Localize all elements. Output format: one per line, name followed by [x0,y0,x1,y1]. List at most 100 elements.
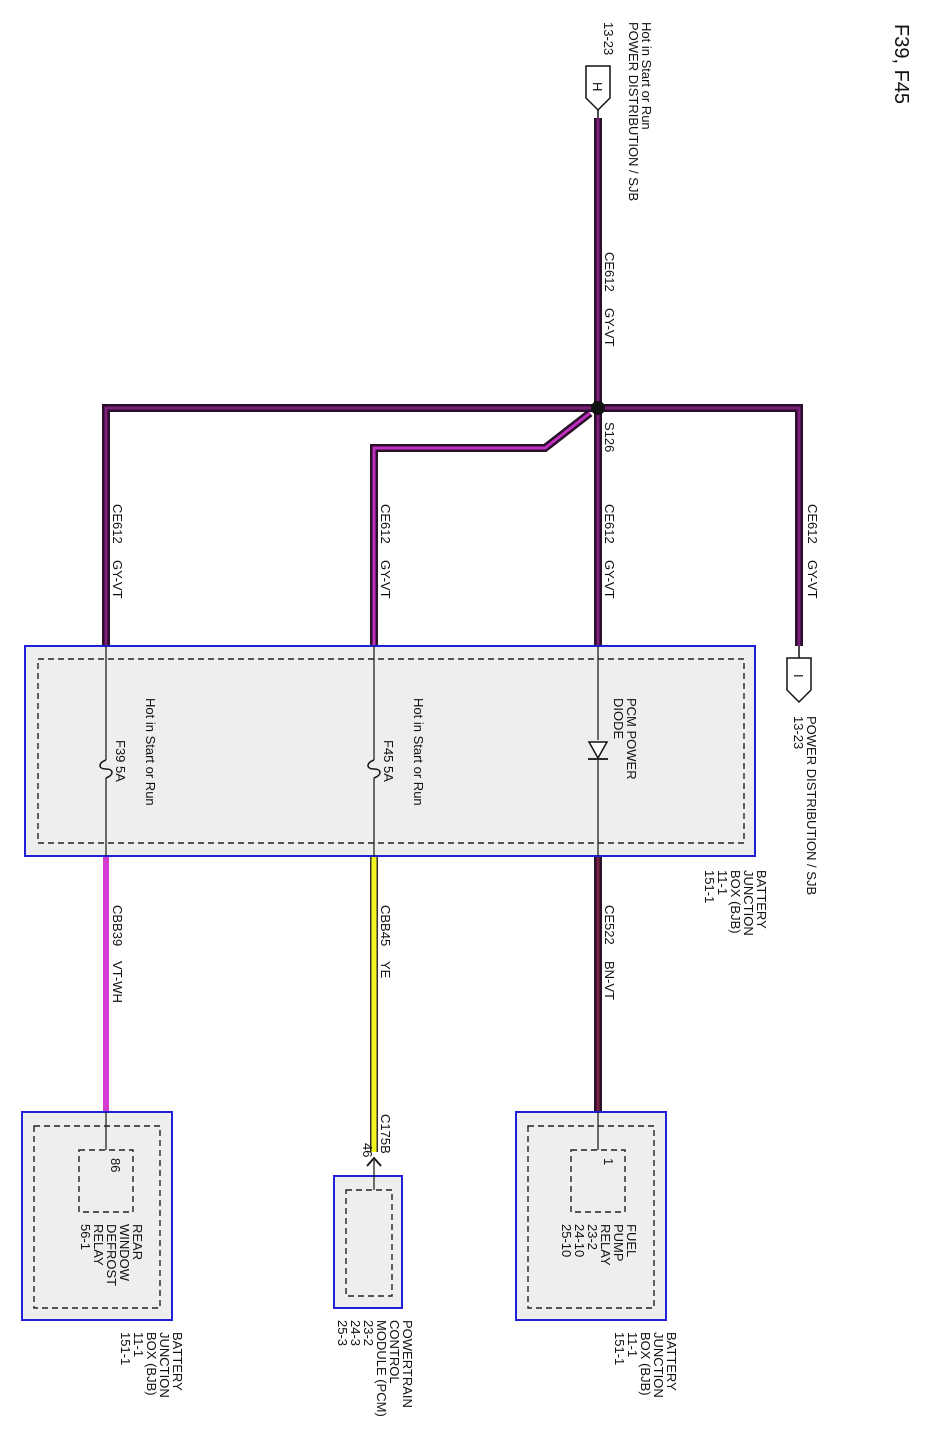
label-fuel-color: BN-VT [602,961,617,1000]
label-diode-circuit: CE612 [602,504,617,544]
defrost-name-1: REAR [130,1224,145,1260]
diode-label-line-2: DIODE [611,698,626,740]
fuel-box-label-2: JUNCTION [651,1332,666,1398]
pcm-connector-label: C175B 46 [360,1114,393,1157]
bjb-box [24,645,756,857]
label-right-color: GY-VT [805,560,820,599]
wire-splice-bus [102,404,803,646]
splice-dot [591,401,605,415]
pcm-label-5: 24-3 [348,1320,363,1346]
label-defrost-color: VT-WH [110,961,125,1003]
label-f45-circuit: CE612 [378,504,393,544]
f45-label-line-2: F45 5A [381,740,396,782]
label-main-wire: CE612 GY-VT [602,252,617,347]
label-diode-wire: CE612 GY-VT [602,504,617,599]
bjb-label-line-2: JUNCTION [741,870,756,936]
splice-label: S126 [602,422,617,452]
label-diode-color: GY-VT [602,560,617,599]
defrost-box-label-2: JUNCTION [157,1332,172,1398]
label-defrost-wire: CBB39 VT-WH [110,905,125,1003]
pcm-label-6: 25-3 [335,1320,350,1346]
pcm-connector: C175B [378,1114,393,1154]
fuel-pump-name-4: 23-2 [585,1224,600,1250]
defrost-name-4: RELAY [91,1224,106,1266]
connector-h-label: Hot in Start or Run POWER DISTRIBUTION /… [601,22,654,201]
f39-label: Hot in Start or Run F39 5A [113,698,158,806]
label-right-wire: CE612 GY-VT [805,504,820,599]
defrost-name-3: DEFROST [104,1224,119,1286]
connector-i: I [786,646,812,704]
fuse-f39-icon [99,759,113,779]
defrost-relay-box [21,1111,173,1321]
connector-h-pin: H [590,82,605,91]
connector-i-line-2: 13-23 [791,716,806,749]
bjb-label-line-1: BATTERY [754,870,769,929]
bjb-label-line-3: BOX (BJB) [728,870,743,934]
label-f45-color: GY-VT [378,560,393,599]
diode-label: PCM POWER DIODE [611,698,639,780]
pcm-label-1: POWERTRAIN [400,1320,415,1408]
defrost-box-label-4: 11-1 [131,1332,146,1357]
fuel-box-label-5: 151-1 [612,1332,627,1365]
label-main-color: GY-VT [602,308,617,347]
defrost-name-2: WINDOW [117,1224,132,1282]
defrost-box-label-3: BOX (BJB) [144,1332,159,1396]
label-pcm-wire: CBB45 YE [378,905,393,979]
label-f39-circuit: CE612 [110,504,125,544]
pcm-pin: 46 [360,1143,375,1157]
diode-icon [587,741,609,760]
bjb-internal-lines [105,646,599,856]
fuel-box-label-4: 11-1 [625,1332,640,1357]
label-pcm-circuit: CBB45 [378,905,393,946]
fuel-pump-box-label: BATTERY JUNCTION BOX (BJB) 11-1 151-1 [612,1332,679,1398]
defrost-box-label: BATTERY JUNCTION BOX (BJB) 11-1 151-1 [118,1332,185,1398]
page-title: F39, F45 [890,24,912,104]
label-f39-wire: CE612 GY-VT [110,504,125,599]
fuel-pump-name-2: PUMP [611,1224,626,1262]
f45-label: Hot in Start or Run F45 5A [381,698,426,806]
label-pcm-color: YE [378,961,393,979]
f39-label-line-1: Hot in Start or Run [143,698,158,806]
connector-h-line-2: POWER DISTRIBUTION / SJB [626,22,641,201]
bjb-label-line-4: 11-1 [715,870,730,895]
bjb-label-line-5: 151-1 [702,870,717,903]
pcm-label-2: CONTROL [387,1320,402,1384]
label-f39-color: GY-VT [110,560,125,599]
defrost-relay-name: REAR WINDOW DEFROST RELAY 56-1 [78,1224,145,1286]
f39-label-line-2: F39 5A [113,740,128,782]
fuel-pump-pin: 1 [601,1158,616,1165]
defrost-name-5: 56-1 [78,1224,93,1250]
fuel-pump-name-3: RELAY [598,1224,613,1266]
fuel-pump-name-1: FUEL [624,1224,639,1257]
label-fuel-wire: CE522 BN-VT [602,905,617,1000]
label-fuel-circuit: CE522 [602,905,617,945]
defrost-box-label-1: BATTERY [170,1332,185,1391]
pcm-box [333,1156,403,1309]
pcm-label: POWERTRAIN CONTROL MODULE (PCM) 23-2 24-… [335,1320,415,1417]
fuel-pump-name-6: 25-10 [559,1224,574,1257]
pcm-label-4: 23-2 [361,1320,376,1346]
bjb-label: BATTERY JUNCTION BOX (BJB) 11-1 151-1 [702,870,769,936]
pcm-label-3: MODULE (PCM) [374,1320,389,1417]
label-f45-wire: CE612 GY-VT [378,504,393,599]
connector-h: H [585,65,611,118]
connector-i-label: POWER DISTRIBUTION / SJB 13-23 [791,716,819,895]
fuel-box-label-3: BOX (BJB) [638,1332,653,1396]
connector-h-line-1: Hot in Start or Run [639,22,654,130]
defrost-pin: 86 [108,1158,123,1172]
connector-i-line-1: POWER DISTRIBUTION / SJB [804,716,819,895]
label-right-circuit: CE612 [805,504,820,544]
defrost-box-label-5: 151-1 [118,1332,133,1365]
fuel-pump-relay-box [515,1111,667,1321]
fuse-f45-icon [367,759,381,779]
fuel-pump-relay-name: FUEL PUMP RELAY 23-2 24-10 25-10 [559,1224,639,1266]
fuel-pump-name-5: 24-10 [572,1224,587,1257]
label-defrost-circuit: CBB39 [110,905,125,946]
label-main-circuit: CE612 [602,252,617,292]
connector-h-line-3: 13-23 [601,22,616,55]
connector-i-pin: I [791,674,806,678]
f45-label-line-1: Hot in Start or Run [411,698,426,806]
wire-f45-branch [370,409,593,646]
fuel-box-label-1: BATTERY [664,1332,679,1391]
